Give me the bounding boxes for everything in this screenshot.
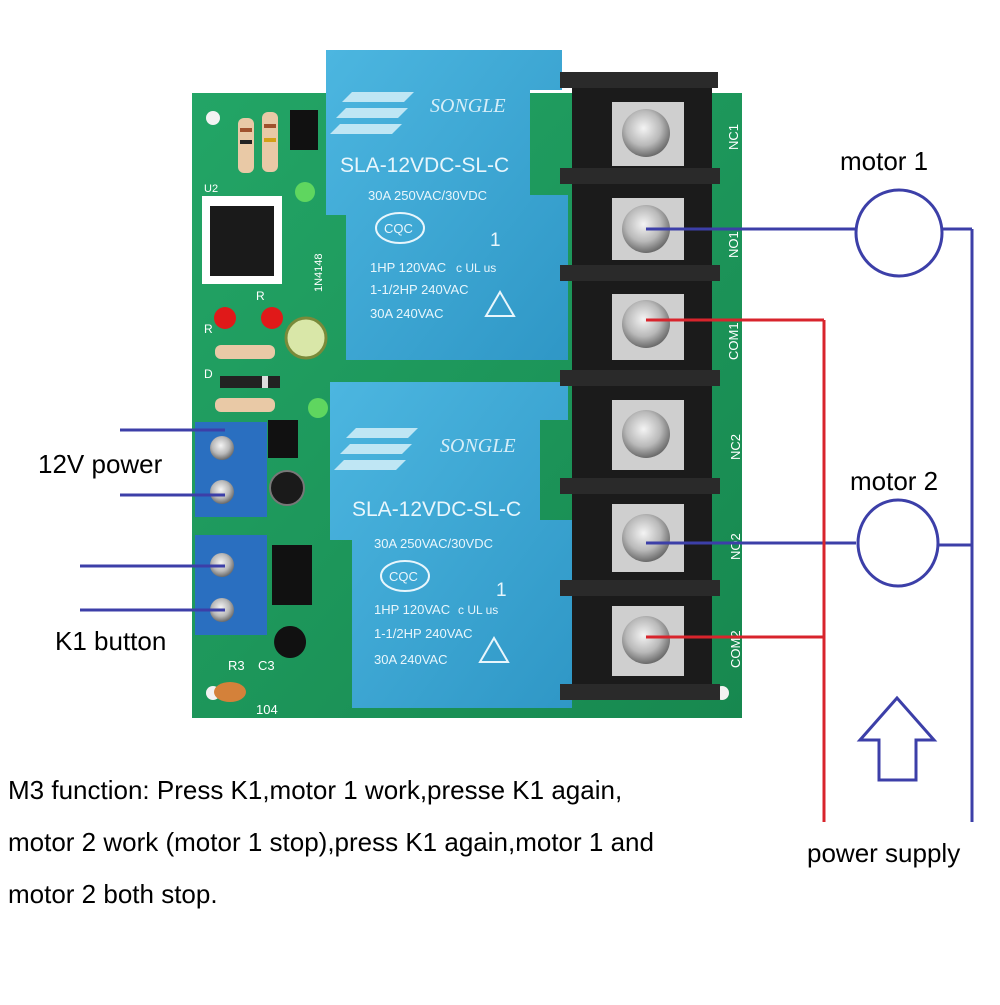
warning-triangle-icon: [478, 636, 510, 663]
input-wires: [80, 428, 225, 612]
terminal-divider: [560, 580, 720, 596]
resistor-band: [264, 138, 276, 142]
relay2-ul-mark: c UL us: [458, 603, 498, 617]
relay2-cert: CQC: [389, 569, 418, 584]
capacitor: [284, 316, 328, 360]
silk-c3: C3: [258, 658, 275, 673]
relay1-model: SLA-12VDC-SL-C: [340, 154, 509, 177]
led-red: [261, 307, 283, 329]
transistor: [268, 420, 298, 458]
relay2-spec3: 30A 240VAC: [374, 652, 447, 667]
diode: [220, 376, 280, 388]
capacitor: [269, 470, 305, 506]
label-nc2: NC2: [728, 434, 743, 460]
mount-hole: [206, 111, 220, 125]
relay2-ul-num: 1: [496, 580, 507, 601]
description-line-2: motor 2 work (motor 1 stop),press K1 aga…: [8, 827, 654, 857]
resistor: [238, 118, 254, 173]
resistor: [215, 345, 275, 359]
components: U2 R R D 1N4148 R3 C3: [202, 110, 328, 717]
screw: [210, 480, 234, 504]
relay2-brand: SONGLE: [440, 435, 516, 457]
resistor-band: [240, 128, 252, 132]
silk-d: D: [204, 367, 213, 381]
terminal-divider: [560, 265, 720, 281]
label-com2: COM2: [728, 630, 743, 668]
relay1-ul-num: 1: [490, 230, 501, 251]
diode-band: [262, 376, 268, 388]
screw: [210, 436, 234, 460]
led-green: [308, 398, 328, 418]
ceramic-capacitor: [214, 682, 246, 702]
terminal-block-k1: [195, 535, 267, 635]
transistor: [274, 626, 307, 658]
relay1-spec3: 30A 240VAC: [370, 306, 443, 321]
motor-wires-red: [646, 318, 826, 822]
terminal-block-body: [195, 422, 267, 517]
led-green: [295, 182, 315, 202]
terminal-divider: [560, 72, 718, 88]
silk-diode: 1N4148: [313, 253, 325, 292]
relay1-spec1: 1HP 120VAC: [370, 260, 446, 275]
silk-104: 104: [256, 702, 278, 717]
power-terminal-strip: NC1 NO1 COM1 NC2 NO2 COM2: [560, 72, 743, 700]
silk-r3: R3: [228, 658, 245, 673]
relay2-spec2: 1-1/2HP 240VAC: [374, 626, 473, 641]
terminal-divider: [560, 684, 720, 700]
relay1-cert: CQC: [384, 221, 413, 236]
terminal-divider: [560, 168, 720, 184]
relay1-ul-mark: c UL us: [456, 261, 496, 275]
screw-no2: [622, 514, 670, 562]
cqc-mark-icon: [375, 212, 425, 244]
screw-nc2: [622, 410, 670, 458]
label-motor-1: motor 1: [840, 146, 929, 176]
relay2-rating: 30A 250VAC/30VDC: [374, 536, 493, 551]
resistor-band: [264, 124, 276, 128]
label-no2: NO2: [728, 533, 743, 560]
cqc-mark-icon: [380, 560, 430, 592]
relay2-model: SLA-12VDC-SL-C: [352, 498, 521, 521]
relay1-spec2: 1-1/2HP 240VAC: [370, 282, 469, 297]
ic-chip: [210, 206, 274, 276]
function-description: M3 function: Press K1,motor 1 work,press…: [8, 764, 654, 920]
resistor-band: [240, 140, 252, 144]
relay-1: SONGLE SLA-12VDC-SL-C 30A 250VAC/30VDC C…: [326, 50, 568, 360]
songle-logo-icon: [334, 428, 418, 470]
screw-com2: [622, 616, 670, 664]
label-k1-button: K1 button: [55, 626, 167, 656]
screw-com1: [622, 300, 670, 348]
description-line-3: motor 2 both stop.: [8, 879, 218, 909]
terminal-block-power: [195, 422, 267, 517]
silk-r-a: R: [204, 322, 213, 336]
motor-1-icon: [854, 188, 944, 278]
motor-2-icon: [856, 498, 940, 588]
arrow-up-icon: [856, 695, 938, 782]
terminal-divider: [560, 370, 720, 386]
relay-2: SONGLE SLA-12VDC-SL-C 30A 250VAC/30VDC C…: [330, 382, 572, 708]
label-no1: NO1: [726, 231, 741, 258]
resistor: [215, 398, 275, 412]
description-line-1: M3 function: Press K1,motor 1 work,press…: [8, 775, 623, 805]
relay2-spec1: 1HP 120VAC: [374, 602, 450, 617]
relay1-rating: 30A 250VAC/30VDC: [368, 188, 487, 203]
label-com1: COM1: [726, 322, 741, 360]
warning-triangle-icon: [484, 290, 516, 317]
songle-logo-icon: [330, 92, 414, 134]
transistor: [290, 110, 318, 150]
ic-chip: [272, 545, 312, 605]
led-red: [214, 307, 236, 329]
label-power-supply: power supply: [807, 838, 961, 868]
screw-nc1: [622, 109, 670, 157]
relay1-brand: SONGLE: [430, 95, 506, 117]
terminal-divider: [560, 478, 720, 494]
silk-u2: U2: [204, 183, 218, 195]
label-nc1: NC1: [726, 124, 741, 150]
terminal-block-body: [195, 535, 267, 635]
label-motor-2: motor 2: [850, 466, 939, 496]
motor-wires-blue: [646, 227, 974, 822]
label-12v-power: 12V power: [38, 449, 163, 479]
silk-r-b: R: [256, 289, 265, 303]
